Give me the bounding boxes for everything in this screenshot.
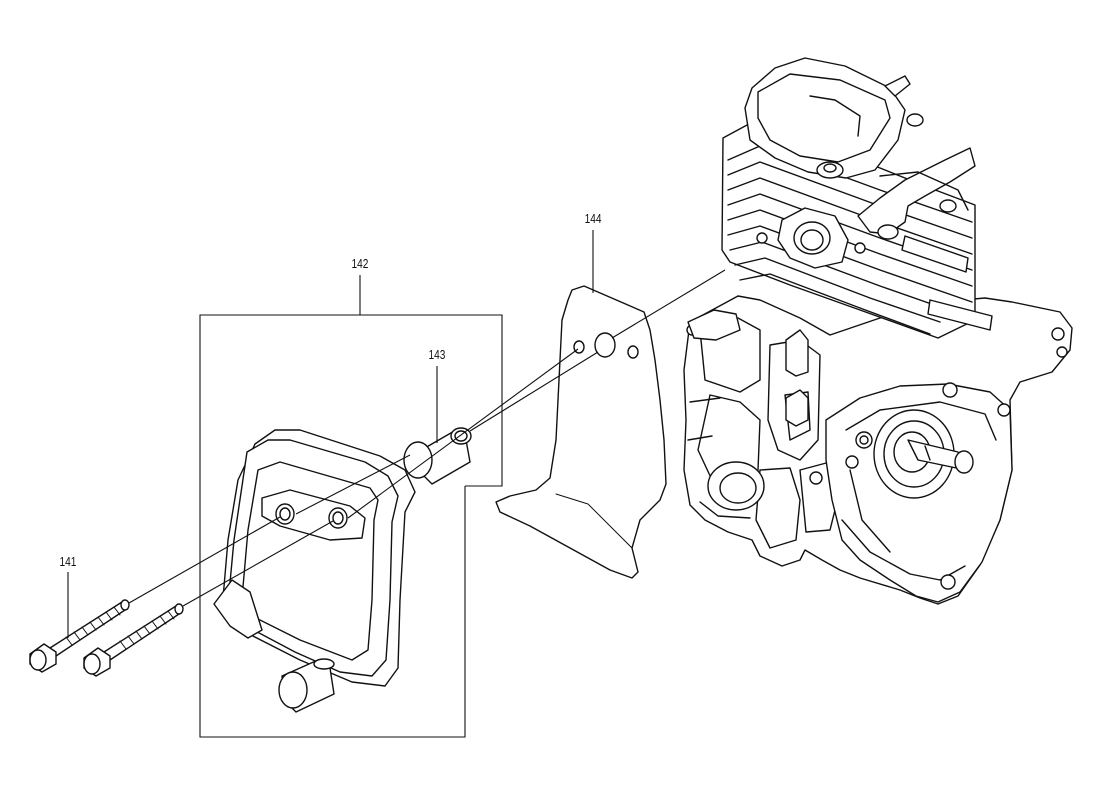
bolt-141-a	[29, 599, 130, 673]
part-label-144: 144	[585, 212, 602, 226]
bolt-141-b	[83, 603, 184, 677]
heat-shield-144	[495, 285, 667, 579]
assembly-lines	[128, 269, 726, 607]
part-label-143: 143	[429, 348, 446, 362]
muffler-142	[213, 429, 416, 713]
muffler-group-box	[199, 314, 503, 738]
part-label-142: 142	[352, 257, 369, 271]
engine-block	[683, 57, 1073, 605]
part-label-141: 141	[60, 555, 77, 569]
pipe-143	[403, 427, 472, 485]
